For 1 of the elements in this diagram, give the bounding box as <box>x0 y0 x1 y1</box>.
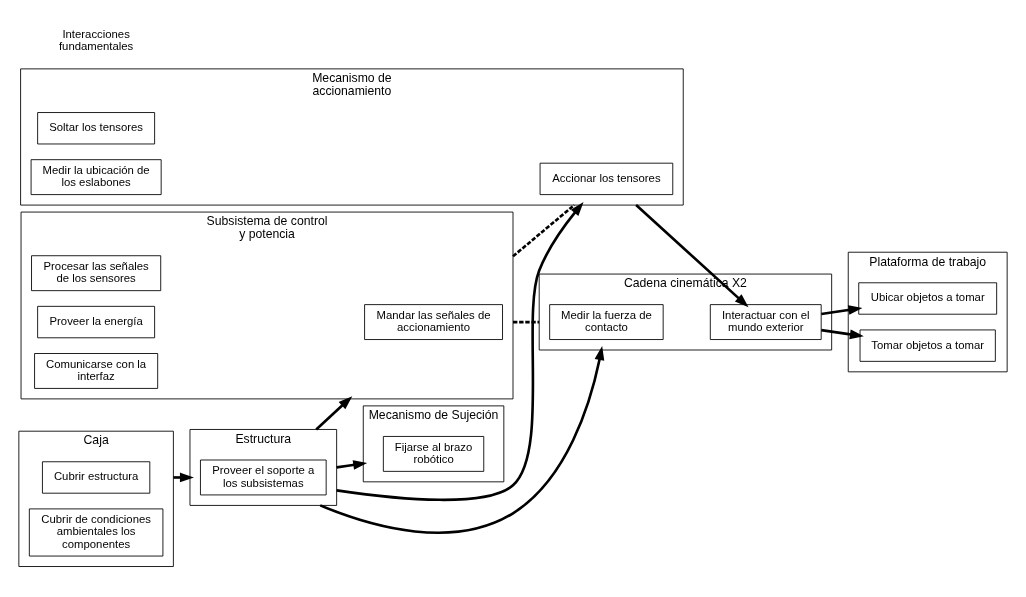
label: Interacciones fundamentales <box>58 27 134 53</box>
